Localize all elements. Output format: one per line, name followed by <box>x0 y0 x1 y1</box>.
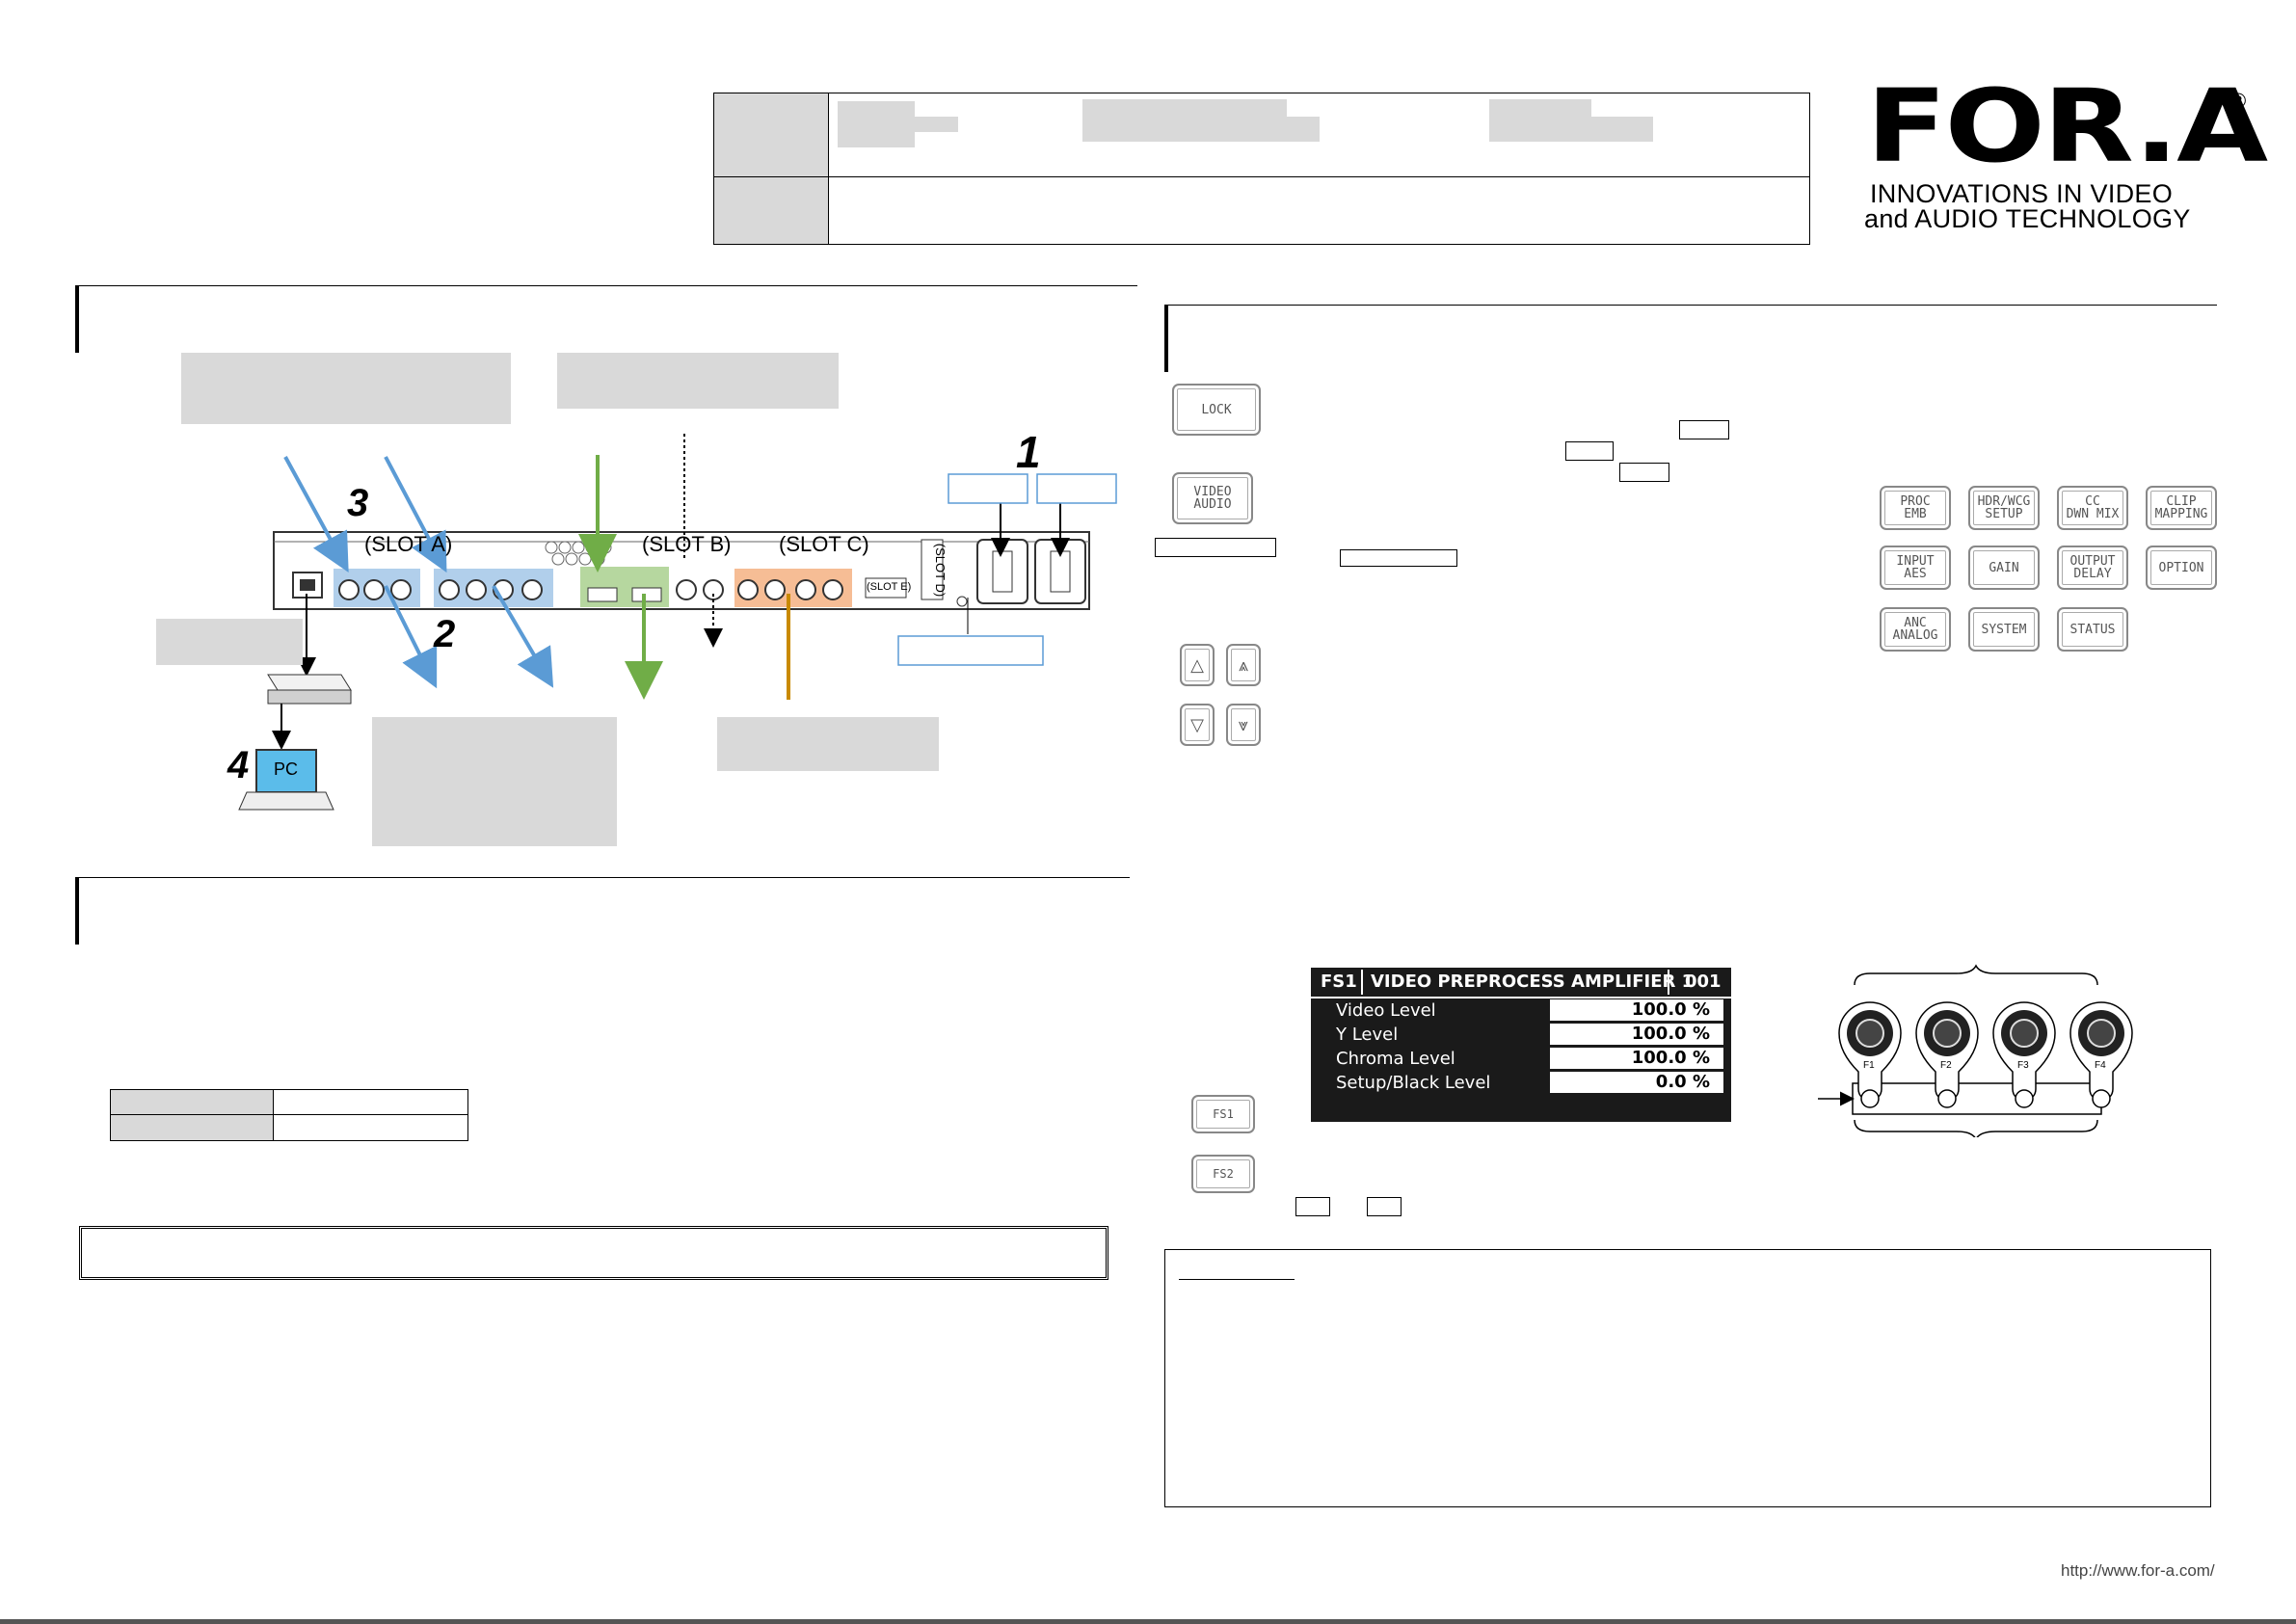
table-header-cell <box>111 1090 274 1115</box>
redacted-text <box>838 117 958 132</box>
lcd-menu-row[interactable]: Video Level 100.0 % <box>1311 998 1727 1023</box>
lcd-menu-id: FS1 <box>1321 972 1357 992</box>
ref-box <box>1295 1197 1330 1216</box>
table-header-cell <box>111 1115 274 1140</box>
fora-logo: FOR.A ® INNOVATIONS IN VIDEO and AUDIO T… <box>1862 73 2268 239</box>
redacted-text <box>1082 99 1287 117</box>
lcd-menu-title: VIDEO PREPROCESS AMPLIFIER 1 <box>1371 972 1695 992</box>
redacted-text <box>1489 117 1653 142</box>
step-number-2: 2 <box>434 613 456 655</box>
step-number-3: 3 <box>347 482 369 524</box>
menu-row-label: Y Level <box>1336 1025 1399 1045</box>
option-button[interactable]: OPTION <box>2146 546 2217 590</box>
clip-mapping-button[interactable]: CLIP MAPPING <box>2146 486 2217 530</box>
function-knobs-diagram <box>1818 964 2133 1137</box>
status-button[interactable]: STATUS <box>2057 607 2128 652</box>
lock-button[interactable]: LOCK <box>1172 384 1261 436</box>
up-arrow-key[interactable]: △ <box>1180 644 1215 686</box>
slot-c-label: (SLOT C) <box>779 532 869 556</box>
knob-label-f2: F2 <box>1940 1060 1952 1071</box>
settings-table <box>110 1089 468 1141</box>
menu-row-value: 0.0 % <box>1550 1072 1723 1093</box>
output-delay-button[interactable]: OUTPUT DELAY <box>2057 546 2128 590</box>
registered-mark: ® <box>2230 89 2247 113</box>
redacted-text <box>838 132 915 147</box>
slot-e-label: (SLOT E) <box>867 581 912 593</box>
logo-wordmark: FOR.A <box>1866 67 2268 185</box>
knob-label-f4: F4 <box>2095 1060 2106 1071</box>
hdr-wcg-setup-button[interactable]: HDR/WCG SETUP <box>1968 486 2040 530</box>
video-audio-button[interactable]: VIDEO AUDIO <box>1172 472 1253 524</box>
callout-box <box>557 353 839 409</box>
notice-box <box>79 1226 1108 1280</box>
knob-label-f3: F3 <box>2017 1060 2029 1071</box>
ref-box <box>1155 538 1276 557</box>
section-heading-marker <box>1164 305 1168 372</box>
knob-label-f1: F1 <box>1863 1060 1875 1071</box>
page-up-key[interactable]: ⩓ <box>1226 644 1261 686</box>
ref-box <box>1565 441 1614 461</box>
section-heading-marker <box>75 285 79 353</box>
ref-box <box>1340 549 1457 567</box>
step-number-1: 1 <box>1016 427 1041 477</box>
menu-row-label: Video Level <box>1336 1000 1436 1021</box>
redacted-text <box>1082 117 1320 142</box>
notes-heading-underline <box>1179 1279 1295 1280</box>
menu-row-value: 100.0 % <box>1550 1048 1723 1069</box>
lcd-menu-page: 001 <box>1685 972 1722 992</box>
slot-a-label: (SLOT A) <box>364 532 453 556</box>
callout-box <box>181 353 511 424</box>
page-bottom-rule <box>0 1619 2296 1624</box>
cc-dwn-mix-button[interactable]: CC DWN MIX <box>2057 486 2128 530</box>
notes-box <box>1164 1249 2211 1507</box>
fs2-button[interactable]: FS2 <box>1191 1155 1255 1193</box>
anc-analog-button[interactable]: ANC ANALOG <box>1880 607 1951 652</box>
section-divider <box>1166 305 2217 306</box>
lcd-menu-row[interactable]: Chroma Level 100.0 % <box>1311 1047 1727 1071</box>
menu-row-value: 100.0 % <box>1550 999 1723 1021</box>
header-cell-1 <box>714 93 829 177</box>
ref-box <box>1367 1197 1402 1216</box>
system-button[interactable]: SYSTEM <box>1968 607 2040 652</box>
lcd-header: FS1 VIDEO PREPROCESS AMPLIFIER 1 001 <box>1311 968 1731 998</box>
ref-box <box>1679 420 1729 439</box>
gain-button[interactable]: GAIN <box>1968 546 2040 590</box>
slot-b-label: (SLOT B) <box>642 532 732 556</box>
menu-row-label: Chroma Level <box>1336 1049 1455 1069</box>
section-divider <box>77 285 1137 286</box>
lcd-menu-row[interactable]: Setup/Black Level 0.0 % <box>1311 1071 1727 1095</box>
callout-box <box>372 717 617 846</box>
redacted-text <box>838 101 915 117</box>
logo-tagline-2: and AUDIO TECHNOLOGY <box>1864 204 2191 233</box>
proc-emb-button[interactable]: PROC EMB <box>1880 486 1951 530</box>
callout-box <box>156 619 303 665</box>
header-info-table <box>713 93 1810 245</box>
slot-d-label: (SLOT D) <box>933 543 948 598</box>
lcd-menu-row[interactable]: Y Level 100.0 % <box>1311 1023 1727 1047</box>
rear-panel-diagram <box>238 434 1117 811</box>
menu-row-label: Setup/Black Level <box>1336 1073 1491 1093</box>
fs1-button[interactable]: FS1 <box>1191 1095 1255 1133</box>
down-arrow-key[interactable]: ▽ <box>1180 704 1215 746</box>
callout-box <box>717 717 939 771</box>
ref-box <box>1619 463 1669 482</box>
redacted-text <box>1489 99 1591 117</box>
section-heading-marker <box>75 877 79 945</box>
page-down-key[interactable]: ⩔ <box>1226 704 1261 746</box>
pc-label: PC <box>274 759 299 779</box>
menu-row-value: 100.0 % <box>1550 1024 1723 1045</box>
header-cell-2 <box>714 177 829 244</box>
lcd-menu-display: FS1 VIDEO PREPROCESS AMPLIFIER 1 001 Vid… <box>1311 968 1731 1122</box>
logo-tagline-1: INNOVATIONS IN VIDEO <box>1870 179 2174 208</box>
step-number-4: 4 <box>227 744 250 786</box>
section-divider <box>77 877 1130 878</box>
footer-url[interactable]: http://www.for-a.com/ <box>2061 1561 2215 1580</box>
input-aes-button[interactable]: INPUT AES <box>1880 546 1951 590</box>
